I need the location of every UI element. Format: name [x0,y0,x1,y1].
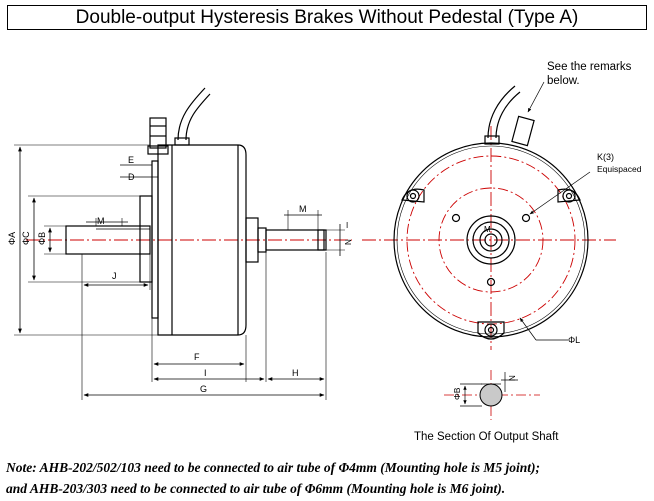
side-view [26,87,352,336]
label-F: F [194,352,200,362]
cable-side [177,87,206,141]
cable-front [487,85,516,139]
label-N-section: N [508,375,517,381]
label-phiB-section: ΦB [452,387,462,400]
k-hole-3 [486,277,496,287]
hub-circle [466,215,516,265]
page-title: Double-output Hysteresis Brakes Without … [7,5,647,30]
k-hole-1 [451,213,461,223]
label-I-right: I [346,221,348,230]
air-fitting-front [511,115,535,147]
front-view: See the remarks below. K(3) Equispaced Φ… [362,61,642,350]
shaft-section: ΦB N The Section Of Output Shaft [414,370,559,443]
mounting-lug-right [557,188,581,203]
label-D: D [128,172,135,182]
k-hole-2 [521,213,531,223]
label-phiC: ΦC [21,231,31,245]
label-phiA: ΦA [7,232,17,245]
air-fitting-side [149,117,167,149]
note-line-2: and AHB-203/303 need to be connected to … [6,481,506,496]
label-M-right: M [299,204,307,214]
brake-outer-circle [393,142,589,338]
label-remark-1: See the remarks [547,61,632,73]
brake-body [157,144,247,336]
label-M-left: M [97,216,105,226]
label-I: I [204,368,207,378]
label-E: E [128,155,134,165]
label-phiB: ΦB [37,232,47,245]
mounting-lug-bottom [477,321,505,340]
thin-plate [151,160,159,319]
mounting-lug-left [401,188,425,203]
side-dimensions [14,144,345,400]
label-equispaced: Equispaced [597,164,642,174]
label-J: J [112,271,117,281]
label-N-right: N [344,239,353,245]
label-remark-2: below. [547,75,580,87]
shaft-section-circle [479,383,503,407]
left-output-shaft [65,225,151,255]
label-H: H [292,368,299,378]
section-caption: The Section Of Output Shaft [414,431,559,443]
label-phiL: ΦL [568,335,580,345]
label-G: G [200,384,207,394]
bolt-circle [438,187,544,293]
label-K3: K(3) [597,152,614,162]
note-line-1: Note: AHB-202/502/103 need to be connect… [6,460,541,475]
right-output-shaft [265,229,325,251]
side-labels: ΦA ΦC ΦB M E D J F I H G M N I [7,155,353,394]
label-M-hub: M [484,225,491,234]
